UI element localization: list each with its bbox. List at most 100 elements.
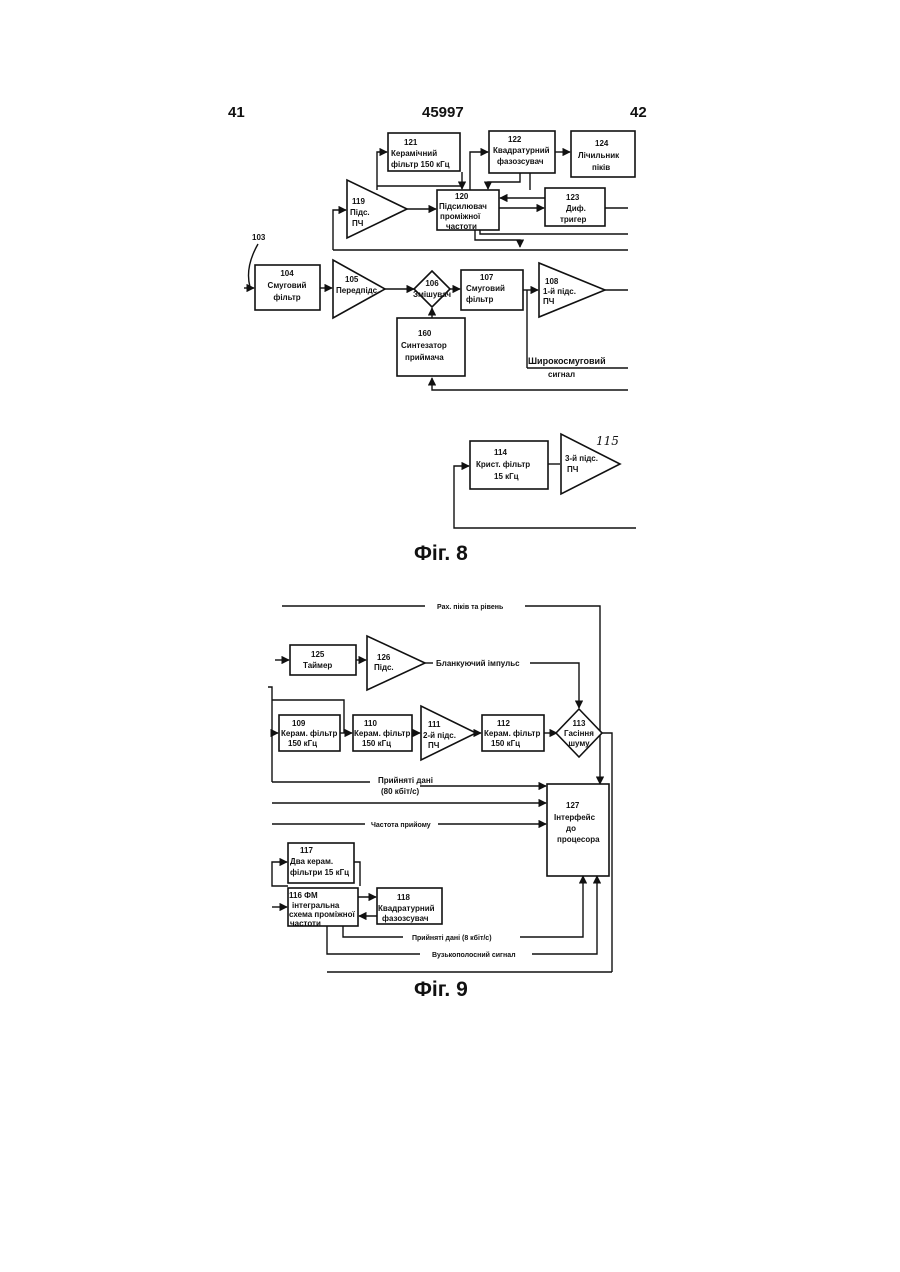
svg-text:ПЧ: ПЧ xyxy=(543,297,555,306)
svg-text:125: 125 xyxy=(311,650,325,659)
svg-text:2-й підс.: 2-й підс. xyxy=(423,731,456,740)
block-109-ceramic-filter: 109 Керам. фільтр 150 кГц xyxy=(279,715,340,751)
svg-text:Диф.: Диф. xyxy=(566,204,586,213)
svg-text:105: 105 xyxy=(345,275,359,284)
svg-text:Змішувач: Змішувач xyxy=(413,290,451,299)
svg-text:104: 104 xyxy=(280,269,294,278)
fig9-signal-blanking: Бланкуючий імпульс xyxy=(436,659,520,668)
svg-text:проміжної: проміжної xyxy=(440,212,481,221)
block-124-peak-counter: 124 Лічильник піків xyxy=(571,131,635,177)
svg-text:1-й підс.: 1-й підс. xyxy=(543,287,576,296)
svg-text:частоти: частоти xyxy=(290,919,321,928)
svg-text:127: 127 xyxy=(566,801,580,810)
block-160-receiver-synthesizer: 160 Синтезатор приймача xyxy=(397,318,465,376)
svg-text:Таймер: Таймер xyxy=(303,661,332,670)
svg-text:частоти: частоти xyxy=(446,222,477,231)
fig9-signal-received-data: Прийняті дані xyxy=(378,776,433,785)
svg-text:Підс.: Підс. xyxy=(374,663,394,672)
svg-text:118: 118 xyxy=(397,893,410,902)
fig9-signal-received-data-rate: (80 кбіт/с) xyxy=(381,787,420,796)
svg-text:119: 119 xyxy=(352,197,365,206)
svg-text:124: 124 xyxy=(595,139,609,148)
svg-text:150 кГц: 150 кГц xyxy=(288,739,317,748)
svg-text:фільтри 15 кГц: фільтри 15 кГц xyxy=(290,868,349,877)
svg-text:116 ФМ: 116 ФМ xyxy=(289,891,318,900)
svg-text:ПЧ: ПЧ xyxy=(428,741,440,750)
block-126-amplifier: 126 Підс. xyxy=(367,636,425,690)
svg-text:150 кГц: 150 кГц xyxy=(362,739,391,748)
svg-text:114: 114 xyxy=(494,448,507,457)
svg-text:фільтр 150 кГц: фільтр 150 кГц xyxy=(391,160,450,169)
block-121-ceramic-filter: 121 Керамічний фільтр 150 кГц xyxy=(388,133,460,171)
svg-text:до: до xyxy=(566,824,576,833)
svg-text:інтегральна: інтегральна xyxy=(292,901,340,910)
block-116-fm-if-integrated-circuit: 116 ФМ інтегральна схема проміжної часто… xyxy=(288,888,358,928)
svg-text:112: 112 xyxy=(497,719,510,728)
svg-text:Синтезатор: Синтезатор xyxy=(401,341,447,350)
fig9-signal-narrowband: Вузькополосний сигнал xyxy=(432,951,516,959)
block-110-ceramic-filter: 110 Керам. фільтр 150 кГц xyxy=(353,715,412,751)
svg-text:115: 115 xyxy=(596,434,619,448)
svg-text:ПЧ: ПЧ xyxy=(567,465,579,474)
svg-text:150 кГц: 150 кГц xyxy=(491,739,520,748)
svg-text:шуму: шуму xyxy=(568,739,590,748)
svg-text:схема проміжної: схема проміжної xyxy=(289,910,355,919)
block-122-quadrature-phase-shifter: 122 Квадратурний фазозсувач xyxy=(489,131,555,173)
fig8-caption: Фіг. 8 xyxy=(414,542,468,565)
svg-text:приймача: приймача xyxy=(405,353,444,362)
block-104-bandpass-filter: 104 Смуговий фільтр xyxy=(255,265,320,310)
block-107-bandpass-filter: 107 Смуговий фільтр xyxy=(461,270,523,310)
svg-text:15 кГц: 15 кГц xyxy=(494,472,519,481)
block-113-noise-blanker: 113 Гасіння шуму xyxy=(556,709,602,757)
svg-text:126: 126 xyxy=(377,653,391,662)
svg-text:109: 109 xyxy=(292,719,306,728)
fig9-signal-receive-frequency: Частота прийому xyxy=(371,821,431,829)
svg-text:фазозсувач: фазозсувач xyxy=(382,914,429,923)
svg-text:3-й підс.: 3-й підс. xyxy=(565,454,598,463)
block-115-third-if-amplifier: 115 3-й підс. ПЧ xyxy=(561,434,620,494)
svg-text:Керам. фільтр: Керам. фільтр xyxy=(354,729,410,738)
svg-text:Інтерфейс: Інтерфейс xyxy=(554,813,596,822)
block-105-preamplifier: 105 Передпідс. xyxy=(333,260,385,318)
fig9-diagram: Рах. піків та рівень 125 Таймер 126 Підс… xyxy=(268,603,612,1001)
block-123-differential-trigger: 123 Диф. тригер xyxy=(545,188,605,226)
svg-text:Квадратурний: Квадратурний xyxy=(493,146,550,155)
block-108-first-if-amplifier: 108 1-й підс. ПЧ xyxy=(539,263,605,317)
fig9-signal-received-data-slow: Прийняті дані (8 кбіт/с) xyxy=(412,934,492,942)
svg-text:піків: піків xyxy=(592,163,610,172)
svg-text:Два керам.: Два керам. xyxy=(290,857,333,866)
svg-text:Передпідс.: Передпідс. xyxy=(336,286,379,295)
block-120-if-amplifier: 120 Підсилювач проміжної частоти xyxy=(437,190,499,231)
fig9-caption: Фіг. 9 xyxy=(414,978,468,1001)
svg-text:111: 111 xyxy=(428,720,441,729)
svg-text:фільтр: фільтр xyxy=(466,295,493,304)
block-111-second-if-amplifier: 111 2-й підс. ПЧ xyxy=(421,706,476,760)
svg-text:108: 108 xyxy=(545,277,559,286)
svg-text:Керам. фільтр: Керам. фільтр xyxy=(281,729,337,738)
svg-text:фазозсувач: фазозсувач xyxy=(497,157,544,166)
svg-text:Підс.: Підс. xyxy=(350,208,370,217)
svg-text:Керамічний: Керамічний xyxy=(391,149,437,158)
svg-text:106: 106 xyxy=(425,279,439,288)
block-118-quadrature-phase-shifter: 118 Квадратурний фазозсувач xyxy=(377,888,442,924)
fig8-input-ref: 103 xyxy=(252,233,266,242)
svg-text:113: 113 xyxy=(573,719,586,728)
block-125-timer: 125 Таймер xyxy=(290,645,356,675)
svg-text:Квадратурний: Квадратурний xyxy=(378,904,435,913)
svg-text:процесора: процесора xyxy=(557,835,600,844)
block-117-dual-ceramic-filters: 117 Два керам. фільтри 15 кГц xyxy=(288,843,354,883)
svg-text:ПЧ: ПЧ xyxy=(352,219,364,228)
block-106-mixer: 106 Змішувач xyxy=(413,271,451,307)
svg-text:Смуговий: Смуговий xyxy=(466,284,505,293)
svg-text:110: 110 xyxy=(364,719,377,728)
svg-text:160: 160 xyxy=(418,329,432,338)
fig8-wideband-label-2: сигнал xyxy=(548,370,575,379)
svg-text:Крист. фільтр: Крист. фільтр xyxy=(476,460,530,469)
svg-text:Лічильник: Лічильник xyxy=(578,151,620,160)
block-112-ceramic-filter: 112 Керам. фільтр 150 кГц xyxy=(482,715,544,751)
svg-text:117: 117 xyxy=(300,846,313,855)
fig9-signal-peak-count: Рах. піків та рівень xyxy=(437,603,504,611)
svg-text:Гасіння: Гасіння xyxy=(564,729,594,738)
block-127-processor-interface: 127 Інтерфейс до процесора xyxy=(547,784,609,876)
